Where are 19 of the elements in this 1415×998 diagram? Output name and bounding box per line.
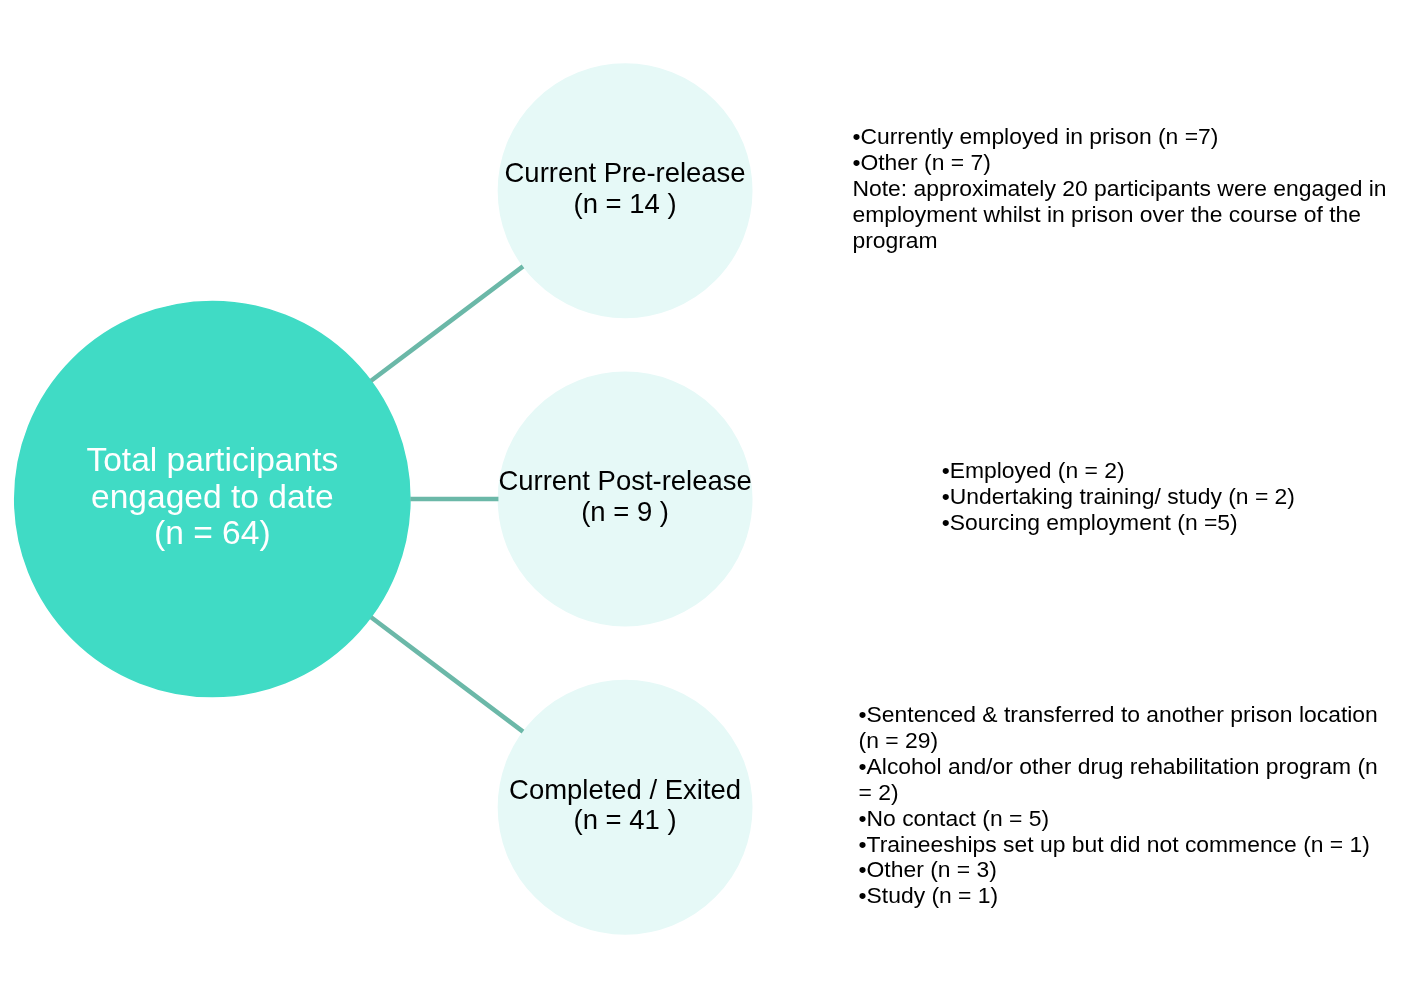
node-label: •No contact (n = 5) — [858, 804, 1050, 831]
node-label: Note: approximately 20 participants were engaged in employment whilst in prison over the course of the program — [852, 175, 1387, 253]
node-circle: Completed / Exited (n = 41 ) — [497, 679, 753, 935]
node-label: •Other (n = 7) — [852, 149, 991, 176]
node-label: •Sourcing employment (n =5) — [941, 509, 1238, 536]
connector — [410, 496, 499, 502]
node-circle: Current Pre-release (n = 14 ) — [497, 63, 753, 319]
node-label: •Other (n = 3) — [858, 856, 997, 883]
node-label: •Employed (n = 2) — [941, 457, 1125, 484]
node-label: •Study (n = 1) — [858, 882, 999, 909]
node-label: •Alcohol and/or other drug rehabilitation program (n = 2) — [858, 752, 1378, 805]
node-label: •Currently employed in prison (n =7) — [852, 123, 1219, 150]
node-label: •Sentenced & transferred to another prison location (n = 29) — [858, 700, 1378, 753]
node-label: •Undertaking training/ study (n = 2) — [941, 483, 1295, 510]
node-circle: Total participants engaged to date (n = 64) — [13, 300, 411, 698]
node-circle: Current Post-release (n = 9 ) — [497, 371, 753, 627]
connector — [369, 615, 525, 734]
connector — [369, 264, 525, 383]
node-label: •Traineeships set up but did not commence (n = 1) — [858, 830, 1370, 857]
